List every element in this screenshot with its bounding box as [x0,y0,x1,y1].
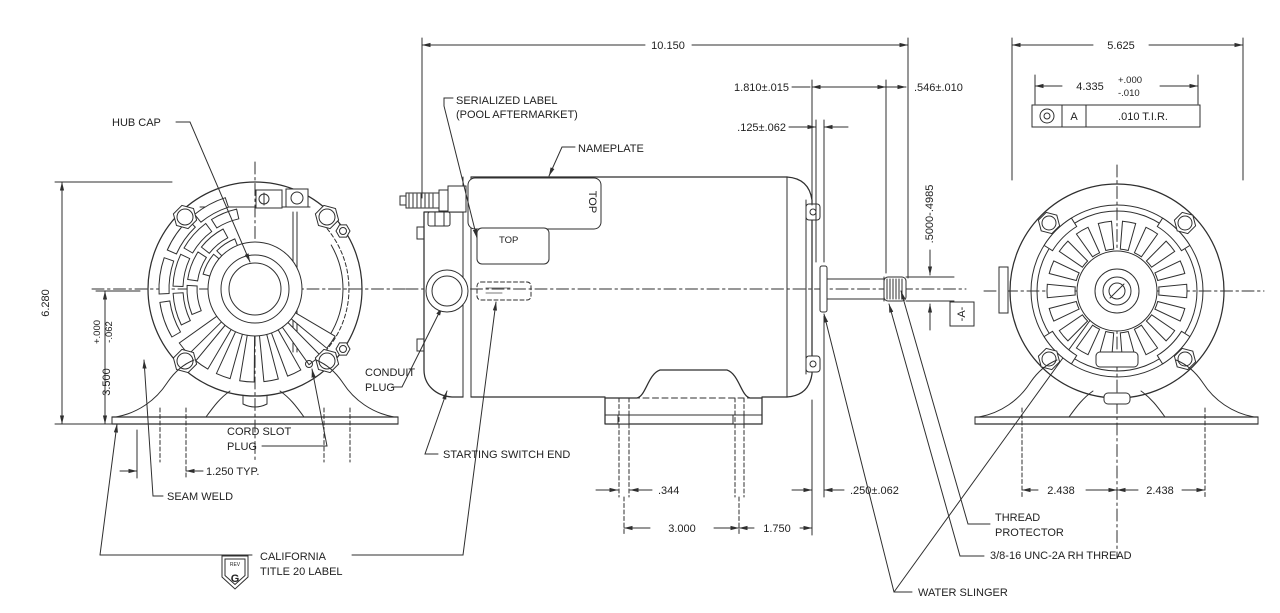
left-view-dimensions: 6.280 3.500 +.000 -.062 1.250 TYP. [40,181,259,479]
nameplate-top-text: TOP [586,191,598,213]
label-conduit-line1: CONDUIT [365,367,415,379]
datum-a-box [949,301,975,327]
dim-overall-height: 6.280 [40,289,52,317]
rev-g-flag: REV G [221,555,249,590]
label-thread-protector-line2: PROTECTOR [995,527,1064,539]
label-thread-spec: 3/8-16 UNC-2A RH THREAD [990,550,1132,562]
dim-slinger-clearance: .125±.062 [737,122,786,134]
label-california-line2: TITLE 20 LABEL [260,566,343,578]
fcf-datum-letter: A [1070,111,1078,123]
left-view-vent-slots [158,197,336,383]
dim-overall-length: 10.150 [651,40,685,52]
dim-slot-to-face: 1.750 [763,523,791,535]
california-label-outline [476,281,532,301]
label-water-slinger: WATER SLINGER [918,587,1008,599]
cord-plug-threads [408,193,434,208]
dim-thread-length: .546±.010 [914,82,963,94]
dim-rabbet-diameter: 4.335 [1076,81,1104,93]
dim-foot-hole-pitch: 1.250 TYP. [206,466,259,478]
label-serialized-line1: SERIALIZED LABEL [456,95,558,107]
right-view-screws [1037,211,1197,371]
dim-shaft-extension: 1.810±.015 [734,82,789,94]
serialized-top-text: TOP [499,235,518,246]
label-seam-weld: SEAM WELD [167,491,233,503]
dim-foot-half-right: 2.438 [1146,485,1174,497]
serialized-label-outline [476,227,550,265]
label-cord-slot-line2: PLUG [227,441,257,453]
label-thread-protector-line1: THREAD [995,512,1040,524]
label-starting-switch-end: STARTING SWITCH END [443,449,570,461]
dim-slinger-offset: .250±.062 [850,485,899,497]
dim-foot-slot-width: .344 [658,485,679,497]
side-view: TOP TOP [399,176,967,536]
fcf-tolerance-value: .010 T.I.R. [1118,111,1168,123]
label-conduit-line2: PLUG [365,382,395,394]
dim-shaft-height-tol-plus: +.000 [92,320,103,344]
left-view-labels: HUB CAP SEAM WELD CORD SLOT PLUG CONDUIT… [99,117,497,590]
concentricity-icon [1039,108,1055,124]
side-view-labels: SERIALIZED LABEL (POOL AFTERMARKET) NAME… [424,95,1132,599]
label-hub-cap: HUB CAP [112,117,161,129]
dim-shaft-center-height: 3.500 [101,368,113,396]
dim-end-view-width: 5.625 [1107,40,1135,52]
nameplate-outline [467,177,602,230]
water-slinger-part [819,265,828,313]
dim-rabbet-tol-plus: +.000 [1118,75,1142,86]
dim-foot-half-left: 2.438 [1047,485,1075,497]
cord-slot-plug-dot [305,360,313,368]
dim-rabbet-tol-minus: -.010 [1118,88,1140,99]
datum-a-text: -A- [956,306,968,321]
right-end-view [974,164,1265,559]
dim-foot-slot-spacing: 3.000 [668,523,696,535]
label-california-line1: CALIFORNIA [260,551,327,563]
left-end-view [91,161,406,479]
left-view-screws [172,204,351,374]
label-cord-slot-line1: CORD SLOT [227,426,291,438]
feature-control-frame: A .010 T.I.R. [1031,104,1201,128]
dim-shaft-height-tol-minus: -.062 [104,321,115,343]
label-serialized-line2: (POOL AFTERMARKET) [456,109,578,121]
rev-flag-letter: G [231,573,240,585]
rev-flag-word: REV [230,562,241,568]
dim-shaft-diameter: .5000-.4985 [924,185,936,244]
side-view-dimensions: 10.150 1.810±.015 .546±.010 .125±.062 .5… [421,37,975,536]
label-nameplate: NAMEPLATE [578,143,644,155]
right-view-dimensions: 5.625 4.335 +.000 -.010 A .010 T.I.R. 2.… [1011,37,1244,497]
